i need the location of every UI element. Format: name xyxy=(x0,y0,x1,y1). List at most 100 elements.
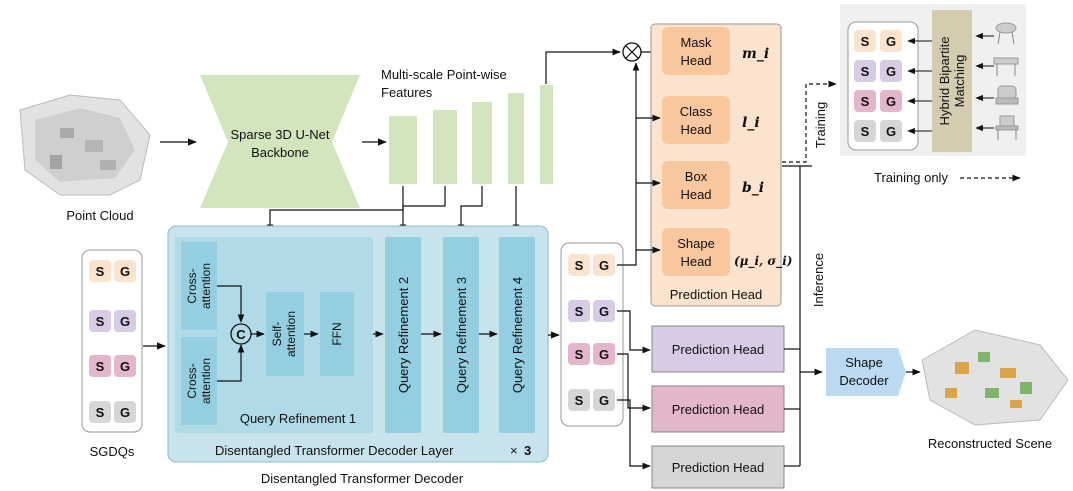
svg-text:attention: attention xyxy=(284,311,298,357)
svg-text:S: S xyxy=(575,347,584,362)
class-output: l_i xyxy=(742,115,760,131)
svg-text:S: S xyxy=(861,124,870,139)
feature-bar-2 xyxy=(433,110,457,184)
svg-text:G: G xyxy=(120,264,130,279)
svg-text:S: S xyxy=(861,64,870,79)
feature-bar-3 xyxy=(472,102,492,184)
svg-text:Decoder: Decoder xyxy=(839,373,889,388)
svg-text:S: S xyxy=(96,264,105,279)
feature-bar-1 xyxy=(389,116,417,184)
sgdq-row-2: S G xyxy=(89,310,136,332)
hybrid-bipartite-matching xyxy=(932,10,972,152)
query-refinement-4 xyxy=(499,237,535,433)
arrow-feature-qr1 xyxy=(266,186,404,233)
ffn-block xyxy=(320,292,354,376)
point-cloud-label: Point Cloud xyxy=(66,208,133,223)
svg-text:Head: Head xyxy=(680,122,711,137)
mask-head xyxy=(662,27,730,75)
svg-text:S: S xyxy=(96,314,105,329)
query-refinement-3 xyxy=(443,237,479,433)
svg-text:Shape: Shape xyxy=(677,236,715,251)
svg-text:Query Refinement 2: Query Refinement 2 xyxy=(396,277,411,393)
svg-text:S: S xyxy=(575,258,584,273)
svg-text:G: G xyxy=(120,314,130,329)
gt-object-chair-2 xyxy=(995,115,1019,140)
sgdq-row-3: S G xyxy=(89,355,136,377)
point-cloud-image xyxy=(19,94,151,196)
decoder-layer-label: Disentangled Transformer Decoder Layer xyxy=(215,443,454,458)
svg-text:Head: Head xyxy=(680,187,711,202)
decoder-repeat-symbol: × xyxy=(510,443,518,458)
mask-output: m_i xyxy=(742,46,769,62)
backbone-label-2: Backbone xyxy=(251,145,309,160)
svg-text:G: G xyxy=(599,304,609,319)
shape-decoder xyxy=(826,348,906,396)
inference-label: Inference xyxy=(811,253,826,307)
svg-text:S: S xyxy=(96,405,105,420)
refined-query-row-2: S G xyxy=(568,300,615,322)
svg-text:Matching: Matching xyxy=(952,55,967,108)
svg-text:S: S xyxy=(96,359,105,374)
prediction-head-4 xyxy=(651,445,785,489)
svg-text:G: G xyxy=(886,64,896,79)
svg-text:G: G xyxy=(886,94,896,109)
sgdqs-label: SGDQs xyxy=(90,444,135,459)
svg-text:Mask: Mask xyxy=(680,35,712,50)
refined-query-row-3: S G xyxy=(568,343,615,365)
refined-queries-container xyxy=(560,242,624,427)
svg-text:S: S xyxy=(575,393,584,408)
training-label: Training xyxy=(813,102,828,148)
shape-output: (μ_i, σ_i) xyxy=(734,254,792,269)
decoder-title: Disentangled Transformer Decoder xyxy=(261,471,464,486)
query-refinement-1-label: Query Refinement 1 xyxy=(240,411,356,426)
svg-text:G: G xyxy=(599,393,609,408)
gt-object-chair-1 xyxy=(995,22,1017,45)
svg-text:Cross-: Cross- xyxy=(185,363,199,398)
svg-text:G: G xyxy=(120,359,130,374)
svg-text:FFN: FFN xyxy=(330,322,344,345)
svg-text:Prediction Head: Prediction Head xyxy=(672,342,765,357)
svg-text:attention: attention xyxy=(199,358,213,404)
svg-text:Self-: Self- xyxy=(270,322,284,347)
arrow-feature-mask xyxy=(545,48,621,84)
arrow-feature-qr2 xyxy=(399,186,446,233)
svg-text:Cross-: Cross- xyxy=(185,268,199,303)
box-head xyxy=(662,161,730,209)
prediction-head-title: Prediction Head xyxy=(670,287,763,302)
svg-text:Class: Class xyxy=(680,104,713,119)
svg-text:C: C xyxy=(236,327,246,342)
training-path xyxy=(782,80,837,163)
svg-text:S: S xyxy=(861,34,870,49)
svg-text:Prediction Head: Prediction Head xyxy=(672,460,765,475)
matching-queries-container xyxy=(847,21,919,151)
svg-text:Box: Box xyxy=(685,169,708,184)
box-output: b_i xyxy=(742,180,764,196)
svg-text:G: G xyxy=(599,347,609,362)
svg-text:attention: attention xyxy=(199,263,213,309)
backbone-shape xyxy=(200,75,360,208)
refined-query-row-4: S G xyxy=(568,389,615,411)
decoder-repeat-count: 3 xyxy=(524,443,531,458)
features-label-2: Features xyxy=(381,85,433,100)
svg-text:Head: Head xyxy=(680,53,711,68)
arrow-feature-qr3 xyxy=(457,186,483,233)
self-attention-block xyxy=(266,292,304,376)
reconstructed-scene-label: Reconstructed Scene xyxy=(928,436,1052,451)
svg-text:Query Refinement 4: Query Refinement 4 xyxy=(510,277,525,393)
gt-object-armchair xyxy=(995,85,1019,105)
cross-attention-2 xyxy=(181,337,217,425)
sgdq-row-4: S G xyxy=(89,401,136,423)
svg-text:S: S xyxy=(861,94,870,109)
svg-text:Prediction Head: Prediction Head xyxy=(672,402,765,417)
feature-bars xyxy=(389,85,553,184)
shape-head xyxy=(662,228,730,276)
svg-text:Hybrid Bipartite: Hybrid Bipartite xyxy=(937,37,952,126)
query-refinement-2 xyxy=(385,237,421,433)
feature-bar-5 xyxy=(540,85,553,184)
class-head xyxy=(662,96,730,144)
training-only-label: Training only xyxy=(874,170,948,185)
backbone-label-1: Sparse 3D U-Net xyxy=(231,127,330,142)
features-label-1: Multi-scale Point-wise xyxy=(381,67,507,82)
svg-text:G: G xyxy=(599,258,609,273)
